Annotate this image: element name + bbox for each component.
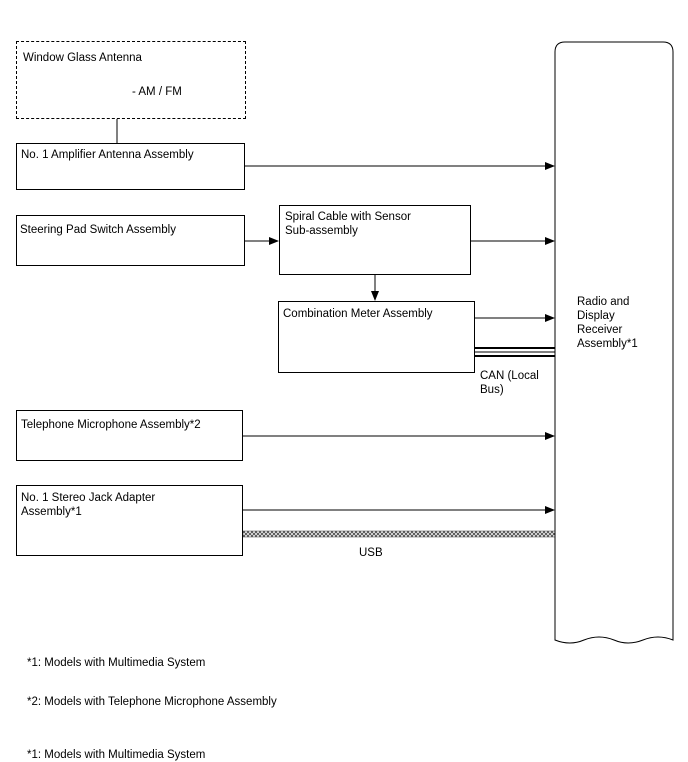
- stereo-jack-label: No. 1 Stereo Jack Adapter Assembly*1: [21, 492, 156, 518]
- amplifier-antenna-label: No. 1 Amplifier Antenna Assembly: [21, 149, 194, 161]
- stereo-jack-box: [16, 485, 243, 556]
- window-antenna-box: [16, 41, 246, 119]
- receiver-outline: [554, 41, 674, 644]
- footnote-2: *2: Models with Telephone Microphone Ass…: [27, 696, 277, 708]
- usb-label: USB: [359, 547, 383, 559]
- spiral-cable-box: [279, 205, 471, 275]
- combination-meter-box: [278, 301, 475, 373]
- combination-meter-label: Combination Meter Assembly: [283, 308, 433, 320]
- telephone-mic-label: Telephone Microphone Assembly*2: [21, 419, 201, 431]
- footnote-1: *1: Models with Multimedia System: [27, 657, 206, 669]
- footnote-3-partial: *1: Models with Multimedia System: [27, 749, 206, 761]
- usb-cable: [242, 530, 556, 538]
- amplifier-antenna-box: [16, 143, 245, 190]
- spiral-cable-label: Spiral Cable with Sensor Sub-assembly: [285, 211, 411, 237]
- receiver-label: Radio and Display Receiver Assembly*1: [577, 296, 638, 350]
- am-fm-label: - AM / FM: [132, 86, 182, 98]
- steering-pad-label: Steering Pad Switch Assembly: [20, 224, 176, 236]
- can-bus-lines: [475, 347, 555, 357]
- can-bus-label: CAN (Local Bus): [480, 370, 539, 396]
- window-antenna-title: Window Glass Antenna: [23, 52, 142, 64]
- steering-pad-box: [16, 215, 245, 266]
- telephone-mic-box: [16, 410, 243, 461]
